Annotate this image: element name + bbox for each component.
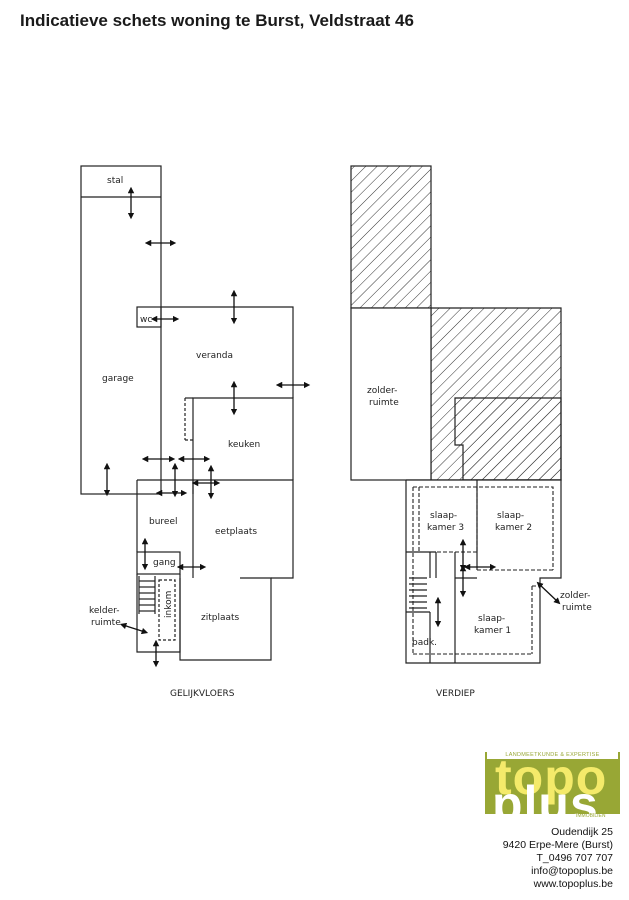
topoplus-logo — [485, 752, 620, 814]
dashed-top — [413, 486, 554, 570]
logo-tagline: LANDMEETKUNDE & EXPERTISE — [487, 752, 618, 759]
contact-city: 9420 Erpe-Mere (Burst) — [502, 839, 613, 851]
room-label-bureel: bureel — [149, 517, 178, 527]
gang-wall — [136, 551, 181, 575]
room-label-zolder-ruimte: ruimte — [369, 398, 399, 408]
inkom-dashed — [158, 579, 176, 641]
room-label-badk: badk. — [412, 638, 437, 648]
logo-word-plus: plus — [492, 776, 599, 832]
hatched-stal — [350, 165, 432, 309]
upper-floor-arrows — [434, 538, 561, 628]
ground-floor-plan — [80, 165, 294, 661]
floor-caption-ground: GELIJKVLOERS — [170, 689, 235, 699]
upper-floor-labels: zolder- ruimte slaap- kamer 3 slaap- kam… — [367, 386, 592, 699]
contact-block: Oudendijk 25 9420 Erpe-Mere (Burst) T_04… — [503, 826, 613, 891]
garage-wall — [80, 165, 162, 495]
upper-floor-plan — [350, 165, 562, 664]
contact-street: Oudendijk 25 — [551, 826, 613, 838]
room-label-slaapkamer3-nr: kamer 3 — [427, 523, 464, 533]
arrow-icon — [119, 622, 149, 635]
logo-word-topo: topo — [495, 749, 608, 805]
room-label-wc: wc — [140, 315, 152, 325]
room-label-kelder: kelder- — [89, 606, 120, 616]
room-label-zolder-right-ruimte: ruimte — [562, 603, 592, 613]
ground-floor-labels: stal wc garage veranda keuken bureel eet… — [89, 176, 260, 699]
floor-caption-upper: VERDIEP — [436, 689, 475, 699]
room-label-slaapkamer3: slaap- — [430, 511, 457, 521]
bedroom-block — [405, 479, 562, 664]
room-label-veranda: veranda — [196, 351, 233, 361]
contact-phone: T_0496 707 707 — [536, 852, 613, 864]
room-label-keuken: keuken — [228, 440, 260, 450]
ground-floor-arrows — [103, 186, 311, 668]
room-label-slaapkamer2-nr: kamer 2 — [495, 523, 532, 533]
page-title: Indicatieve schets woning te Burst, Veld… — [20, 11, 414, 30]
room-label-zitplaats: zitplaats — [201, 613, 240, 623]
inner-hatch — [454, 397, 562, 481]
contact-website[interactable]: www.topoplus.be — [533, 878, 613, 890]
room-label-zolder-right: zolder- — [560, 591, 590, 601]
room-label-inkom: inkom — [164, 591, 174, 618]
room-label-slaapkamer1: slaap- — [478, 614, 505, 624]
zolderruimte-wall — [350, 307, 432, 481]
room-label-gang: gang — [153, 558, 176, 568]
contact-email[interactable]: info@topoplus.be — [531, 865, 613, 877]
logo-sub: IMMOBILIEN — [576, 813, 606, 819]
room-label-zolder: zolder- — [367, 386, 397, 396]
keuken-wall — [192, 397, 294, 494]
room-label-eetplaats: eetplaats — [215, 527, 257, 537]
veranda-wall — [161, 306, 294, 398]
room-label-stal: stal — [107, 176, 123, 186]
room-label-slaapkamer2: slaap- — [497, 511, 524, 521]
room-label-slaapkamer1-nr: kamer 1 — [474, 626, 511, 636]
room-label-ruimte: ruimte — [91, 618, 121, 628]
room-label-garage: garage — [102, 374, 134, 384]
arrow-icon — [536, 581, 561, 605]
